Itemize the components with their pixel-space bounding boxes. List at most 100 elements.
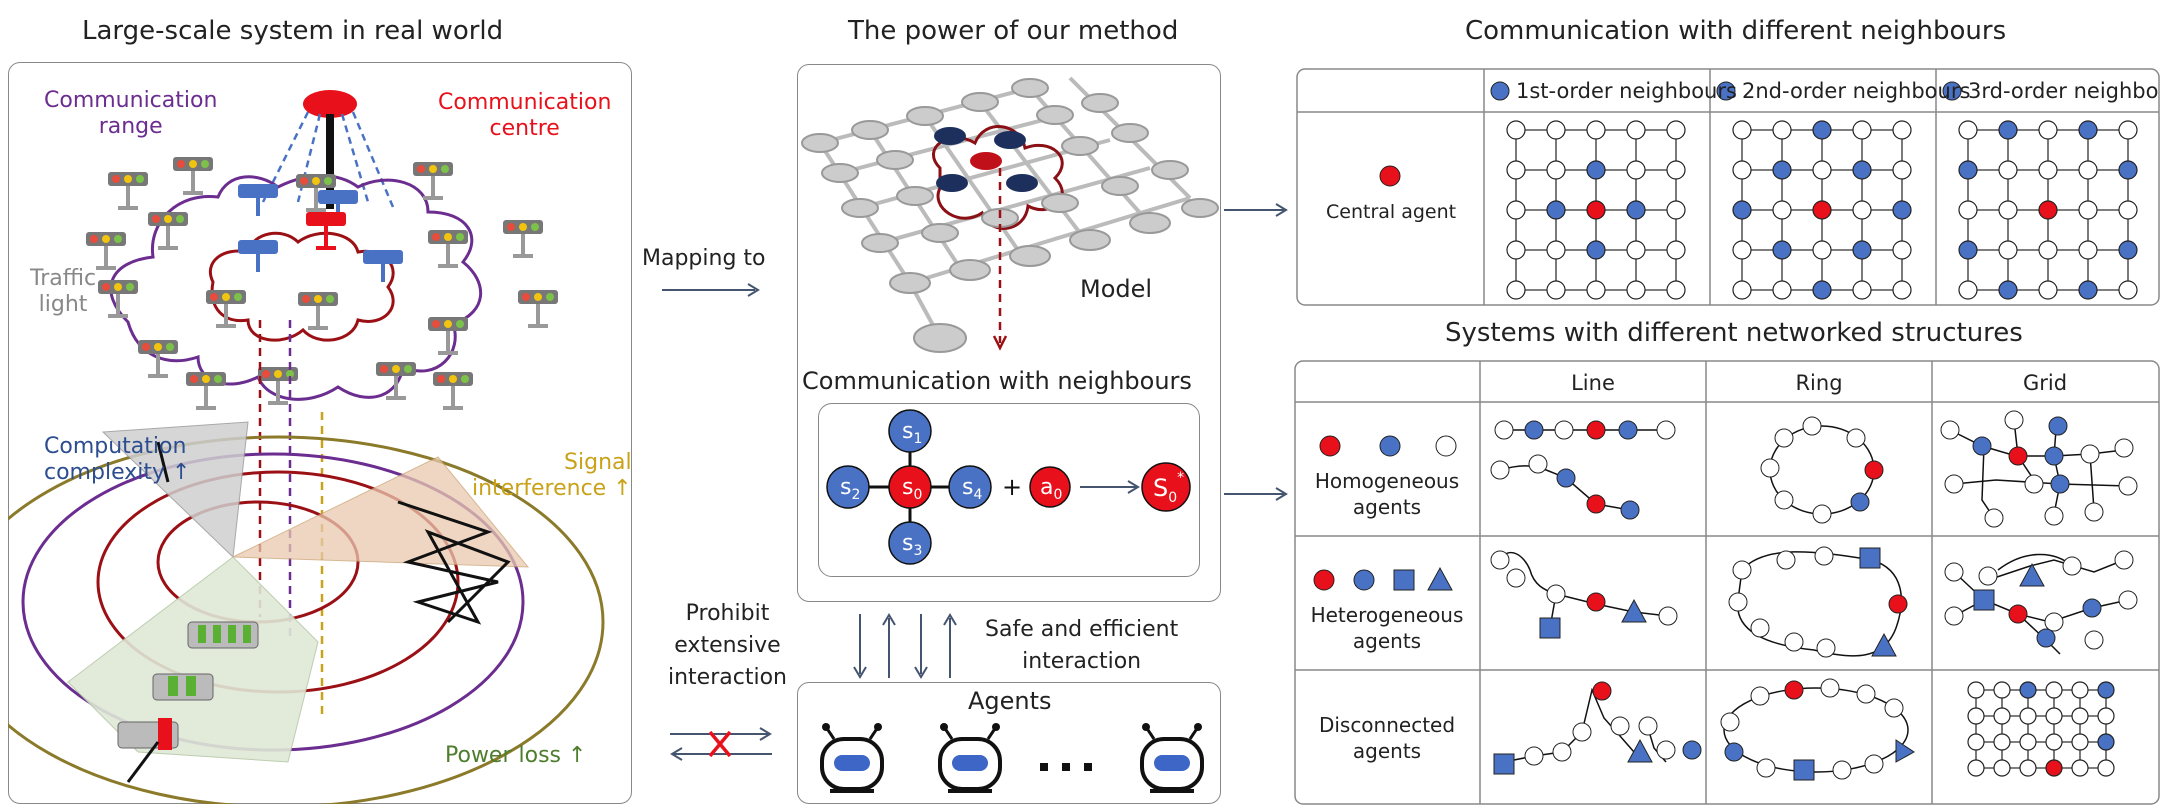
grid-node: [2019, 733, 2037, 751]
header-3rd-order: 3rd-order neighbours: [1968, 79, 2160, 103]
grid-node: [1732, 280, 1752, 300]
central-agent-label: Central agent: [1326, 201, 1456, 223]
grid-node: [2118, 240, 2138, 260]
comm-neighbours-label: Communication with neighbours: [802, 367, 1192, 395]
grid-node: [1998, 280, 2018, 300]
grid-node: [1506, 160, 1526, 180]
grid-node: [1852, 280, 1872, 300]
grid-node: [1666, 240, 1686, 260]
grid-node: [1732, 240, 1752, 260]
grid-node: [2097, 707, 2115, 725]
ring-heterogeneous-graph: [1728, 546, 1908, 658]
grid-node: [1666, 280, 1686, 300]
grid-node: [1892, 200, 1912, 220]
grid-node: [1546, 160, 1566, 180]
grid-node: [1958, 280, 1978, 300]
grid-node: [1852, 200, 1872, 220]
agents-robots: [820, 723, 1204, 793]
line-homogeneous-graph: [1490, 420, 1676, 520]
header-ring: Ring: [1795, 371, 1842, 395]
to-neighbours-arrow: [1224, 203, 1288, 217]
node-a0: [1029, 466, 1071, 508]
to-structures-arrow: [1224, 487, 1288, 501]
grid-node: [1812, 120, 1832, 140]
header-line: Line: [1571, 371, 1615, 395]
interaction-arrows: [853, 613, 957, 679]
agents-label: Agents: [968, 687, 1052, 715]
grid-node: [1506, 280, 1526, 300]
grid-node: [1812, 160, 1832, 180]
grid-node: [2019, 681, 2037, 699]
line-disconnected-graph: [1493, 681, 1702, 775]
grid-node: [1506, 200, 1526, 220]
prohibited-arrows: [670, 727, 772, 761]
grid-node: [1586, 240, 1606, 260]
grid-node: [2078, 160, 2098, 180]
grid-node: [1546, 200, 1566, 220]
grid-node: [1812, 280, 1832, 300]
grid-node: [2078, 120, 2098, 140]
grid-node: [2038, 200, 2058, 220]
grid-node: [1772, 240, 1792, 260]
neighbours-table: 1st-order neighbours 2nd-order neighbour…: [1296, 68, 2160, 306]
grid-node: [2078, 280, 2098, 300]
ring-homogeneous-graph: [1760, 416, 1884, 524]
node-s0-star: [1141, 462, 1191, 512]
grid-homogeneous-nodes: [1940, 410, 2138, 528]
left-panel-title: Large-scale system in real world: [82, 16, 504, 46]
grid-node: [2071, 707, 2089, 725]
grid-node: [2038, 160, 2058, 180]
grid-node: [1958, 200, 1978, 220]
grid-node: [1626, 240, 1646, 260]
grid-node: [1812, 200, 1832, 220]
neighbour-range-outline: [209, 231, 395, 342]
grid-node: [1852, 120, 1872, 140]
grid-node: [1546, 240, 1566, 260]
row-heterogeneous: Heterogeneous: [1311, 603, 1464, 627]
chip-icons: [117, 621, 259, 750]
grid-node: [1772, 280, 1792, 300]
neighbours-panel-title: Communication with different neighbours: [1465, 16, 2007, 46]
grid-node: [1732, 160, 1752, 180]
node-s1: [888, 409, 932, 453]
ring-disconnected-graph: [1720, 678, 1915, 781]
structures-panel-title: Systems with different networked structu…: [1445, 318, 2023, 348]
cross-icon: [708, 730, 732, 758]
grid-node: [2019, 759, 2037, 777]
grid-node: [2045, 759, 2063, 777]
node-s0: [888, 465, 932, 509]
grid-node: [1586, 160, 1606, 180]
grid-node: [1958, 120, 1978, 140]
grid-node: [1967, 681, 1985, 699]
grid-node: [2097, 759, 2115, 777]
communication-range-outline: [109, 174, 482, 401]
grid-node: [1586, 120, 1606, 140]
grid-node: [1772, 160, 1792, 180]
grid-node: [2118, 160, 2138, 180]
node-s4: [948, 465, 992, 509]
grid-node: [1626, 120, 1646, 140]
grid-node: [2118, 120, 2138, 140]
grid-node: [1998, 240, 2018, 260]
mapping-arrow: [662, 283, 760, 297]
grid-node: [1892, 120, 1912, 140]
grid-node: [2071, 681, 2089, 699]
grid-disconnected-graph: [1967, 681, 2115, 777]
grid-node: [1506, 240, 1526, 260]
grid-node: [2071, 733, 2089, 751]
grid-node: [1892, 160, 1912, 180]
grid-node: [2038, 240, 2058, 260]
model-label: Model: [1080, 275, 1153, 303]
communication-centre-icon: [261, 90, 395, 209]
power-loss-label: Power loss ↑: [445, 743, 587, 768]
grid-node: [2097, 681, 2115, 699]
header-1st-order: 1st-order neighbours: [1516, 79, 1737, 103]
header-grid: Grid: [2023, 371, 2067, 395]
header-2nd-order: 2nd-order neighbours: [1742, 79, 1970, 103]
grid-node: [1666, 120, 1686, 140]
robot-icon: [820, 723, 1204, 793]
row-homogeneous: Homogeneous: [1315, 469, 1459, 493]
